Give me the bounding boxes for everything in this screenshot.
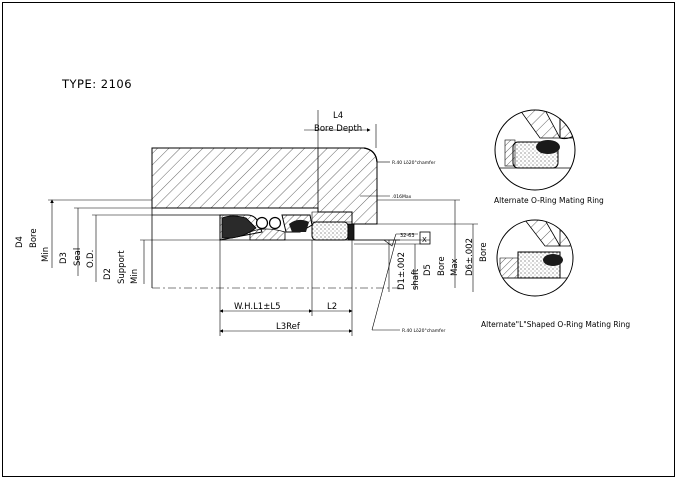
finish-symbol-box [419, 231, 431, 245]
detail-view-l-shaped: Alternate"L"Shaped O-Ring Mating Ring [481, 219, 630, 329]
dimension-lines [48, 110, 478, 336]
caption-o-ring: Alternate O-Ring Mating Ring [494, 196, 604, 205]
label-D2: D2 [103, 268, 113, 280]
drawing-border [2, 2, 675, 477]
label-D5-bore: Bore [437, 256, 447, 276]
label-D2-support: Support [117, 250, 127, 284]
label-bore-depth: Bore Depth [314, 124, 362, 134]
drawing-title: TYPE: 2106 [61, 77, 132, 91]
label-D1-shaft: shaft [411, 268, 421, 290]
dimension-labels: L4 Bore Depth R.40 Lö20°chamfer .016Max … [15, 111, 489, 334]
label-D6-bore: Bore [479, 242, 489, 262]
label-r-max: .016Max [392, 194, 412, 200]
label-chamfer-bottom: R.40 Lö20°chamfer [402, 328, 446, 334]
label-D5-max: Max [450, 258, 460, 276]
label-chamfer-top: R.40 Lö20°chamfer [392, 160, 436, 166]
caption-l-shaped: Alternate"L"Shaped O-Ring Mating Ring [481, 320, 630, 329]
label-D3-seal: Seal [73, 248, 83, 266]
label-L2: L2 [327, 302, 337, 312]
label-L4: L4 [333, 111, 343, 121]
label-D4: D4 [15, 236, 25, 248]
label-D4-bore: Bore [29, 228, 39, 248]
label-D3: D3 [59, 252, 69, 264]
label-D1: D1±.002 [397, 252, 407, 290]
label-D2-min: Min [130, 269, 140, 284]
label-finish-symbol: X [422, 236, 427, 244]
label-D4-min: Min [41, 247, 51, 262]
label-D3-od: O.D. [86, 250, 96, 268]
label-D6: D6±.002 [465, 238, 475, 276]
seal-head [219, 211, 355, 241]
detail-view-o-ring: Alternate O-Ring Mating Ring [494, 109, 604, 205]
label-finish: 32-63 [400, 233, 415, 239]
label-whl: W.H.L1±L5 [234, 302, 280, 312]
label-D5: D5 [423, 264, 433, 276]
label-L3: L3Ref [276, 322, 301, 332]
